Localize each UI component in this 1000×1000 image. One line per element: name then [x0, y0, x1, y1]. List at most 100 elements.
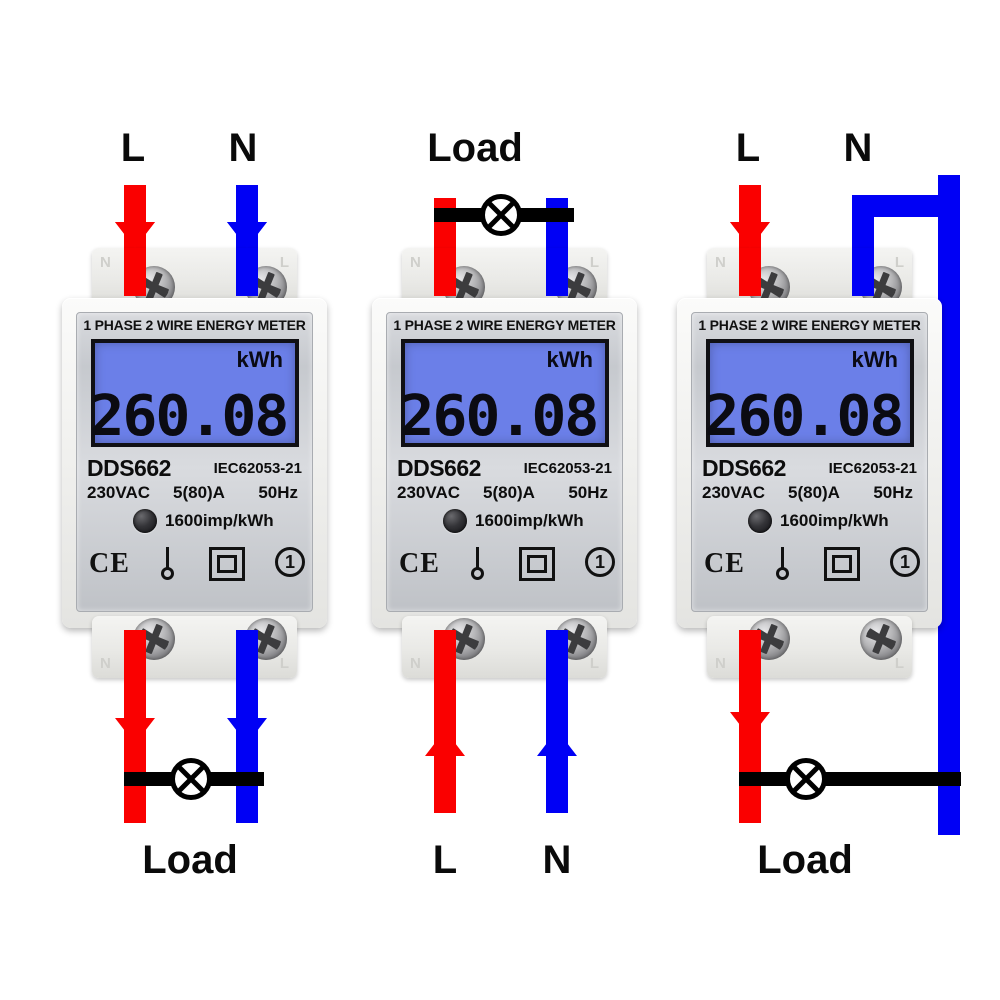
meter-2-voltage: 230VAC: [397, 483, 460, 502]
meter-3-lcd-display: kWh 260.08: [704, 339, 914, 449]
meter-1-phase-count-icon: 1: [275, 547, 305, 577]
panel-2-top-live-stub: [434, 248, 456, 296]
meter-2-housing: 1 PHASE 2 WIRE ENERGY METER kWh 260.08 D…: [372, 298, 637, 628]
meter-2-bottom-terminal-mark-left: N: [410, 655, 421, 672]
meter-1-frequency: 50Hz: [258, 483, 298, 502]
panel-2-top-load-label: Load: [427, 126, 523, 170]
panel-1-bottom-live-arrowhead: [115, 718, 155, 744]
meter-3-standard: IEC62053-21: [828, 460, 917, 477]
panel-2-bottom-neutral-stub: [546, 630, 568, 690]
meter-3-bottom-screw-right[interactable]: [860, 618, 902, 660]
meter-3-phase-count-icon: 1: [890, 547, 920, 577]
meter-2-model: DDS662: [397, 455, 481, 481]
panel-3-top-neutral-stub: [852, 248, 874, 296]
meter-1-pulse-led-icon: [133, 509, 157, 533]
panel-2-bottom-left-label: L: [432, 838, 458, 882]
meter-2-top-terminal-mark-left: N: [410, 254, 421, 271]
meter-2-bottom-terminal-mark-right: L: [589, 655, 599, 672]
panel-1-top-left-label: L: [120, 126, 146, 170]
meter-3-symbol-row: CE 1: [692, 547, 927, 587]
meter-1-top-terminal-mark-left: N: [100, 254, 111, 271]
meter-2-symbol-row: CE 1: [387, 547, 622, 587]
panel-1-lamp-icon: [170, 758, 212, 800]
meter-3-top-terminal-mark-right: L: [894, 254, 904, 271]
meter-3-voltage: 230VAC: [702, 483, 765, 502]
meter-1-voltage: 230VAC: [87, 483, 150, 502]
panel-3-load-wire: [739, 772, 961, 786]
meter-3-pulse-led-icon: [748, 509, 772, 533]
meter-3-housing: 1 PHASE 2 WIRE ENERGY METER kWh 260.08 D…: [677, 298, 942, 628]
meter-2-faceplate: 1 PHASE 2 WIRE ENERGY METER kWh 260.08 D…: [386, 312, 623, 612]
panel-3-top-left-label: L: [735, 126, 761, 170]
panel-1-bottom-live-stub: [124, 630, 146, 690]
meter-2-pulse-led-icon: [443, 509, 467, 533]
panel-2-bottom-live-arrowhead: [425, 730, 465, 756]
meter-1-housing: 1 PHASE 2 WIRE ENERGY METER kWh 260.08 D…: [62, 298, 327, 628]
meter-1-class-ii-icon: [209, 547, 245, 581]
panel-2-top-neutral-stub: [546, 248, 568, 296]
panel-2-lamp-icon: [480, 194, 522, 236]
meter-2-current: 5(80)A: [483, 483, 535, 502]
meter-1-symbol-row: CE 1: [77, 547, 312, 587]
meter-2-lcd-unit: kWh: [546, 347, 593, 372]
panel-1-top-neutral-arrowhead-overlay: [227, 222, 267, 248]
meter-3-model: DDS662: [702, 455, 786, 481]
panel-1-top-live-stub: [124, 248, 146, 296]
panel-2-bottom-neutral-arrowhead: [537, 730, 577, 756]
meter-2-ce-mark-icon: CE: [399, 548, 440, 579]
panel-3-bottom-load-label: Load: [757, 838, 853, 882]
panel-2-bottom-right-label: N: [542, 838, 572, 882]
panel-3-top-live-arrowhead-overlay: [730, 222, 770, 248]
meter-1-bottom-terminal-mark-left: N: [100, 655, 111, 672]
panel-1-bottom-load-label: Load: [142, 838, 238, 882]
meter-2-phase-count-icon: 1: [585, 547, 615, 577]
meter-1-bottom-terminal-mark-right: L: [279, 655, 289, 672]
meter-3-title-strip: 1 PHASE 2 WIRE ENERGY METER: [698, 317, 921, 333]
meter-3-lcd-value: 260.08: [704, 384, 904, 449]
energy-meter-2: N L 1 PHASE 2 WIRE ENERGY METER kWh 260.…: [372, 248, 637, 678]
panel-1-bottom-neutral-arrowhead: [227, 718, 267, 744]
energy-meter-3: N L 1 PHASE 2 WIRE ENERGY METER kWh 260.…: [677, 248, 942, 678]
meter-2-pulse-rate: 1600imp/kWh: [475, 511, 584, 530]
meter-2-lcd-display: kWh 260.08: [399, 339, 609, 449]
meter-2-standard: IEC62053-21: [523, 460, 612, 477]
meter-2-class-ii-icon: [519, 547, 555, 581]
meter-1-title-strip: 1 PHASE 2 WIRE ENERGY METER: [83, 317, 306, 333]
meter-1-current: 5(80)A: [173, 483, 225, 502]
meter-1-faceplate: 1 PHASE 2 WIRE ENERGY METER kWh 260.08 D…: [76, 312, 313, 612]
meter-1-pulse-symbol-icon: [159, 547, 175, 581]
meter-3-lcd-unit: kWh: [851, 347, 898, 372]
meter-3-pulse-rate: 1600imp/kWh: [780, 511, 889, 530]
meter-1-bottom-terminal-block: N L: [92, 616, 297, 678]
meter-2-lcd-value: 260.08: [399, 384, 599, 449]
meter-3-ce-mark-icon: CE: [704, 548, 745, 579]
meter-2-pulse-symbol-icon: [469, 547, 485, 581]
meter-3-bottom-terminal-mark-left: N: [715, 655, 726, 672]
panel-3-top-right-label: N: [843, 126, 873, 170]
meter-1-ce-mark-icon: CE: [89, 548, 130, 579]
panel-1-top-live-arrowhead-overlay: [115, 222, 155, 248]
meter-3-bottom-terminal-block: N L: [707, 616, 912, 678]
panel-3-bottom-live-stub: [739, 630, 761, 690]
panel-3-top-live-stub: [739, 248, 761, 296]
meter-3-current: 5(80)A: [788, 483, 840, 502]
meter-3-top-terminal-mark-left: N: [715, 254, 726, 271]
meter-1-lcd-unit: kWh: [236, 347, 283, 372]
meter-1-model: DDS662: [87, 455, 171, 481]
panel-2-bottom-live-stub: [434, 630, 456, 690]
meter-1-lcd-value: 260.08: [89, 384, 289, 449]
meter-1-top-terminal-mark-right: L: [279, 254, 289, 271]
meter-2-frequency: 50Hz: [568, 483, 608, 502]
meter-1-lcd-display: kWh 260.08: [89, 339, 299, 449]
meter-3-bottom-terminal-mark-right: L: [894, 655, 904, 672]
panel-1-top-right-label: N: [228, 126, 258, 170]
panel-3-bottom-live-arrowhead: [730, 712, 770, 738]
meter-3-pulse-symbol-icon: [774, 547, 790, 581]
meter-3-faceplate: 1 PHASE 2 WIRE ENERGY METER kWh 260.08 D…: [691, 312, 928, 612]
energy-meter-1: N L 1 PHASE 2 WIRE ENERGY METER kWh 260.…: [62, 248, 327, 678]
meter-1-standard: IEC62053-21: [213, 460, 302, 477]
meter-2-title-strip: 1 PHASE 2 WIRE ENERGY METER: [393, 317, 616, 333]
meter-3-frequency: 50Hz: [873, 483, 913, 502]
meter-1-pulse-rate: 1600imp/kWh: [165, 511, 274, 530]
